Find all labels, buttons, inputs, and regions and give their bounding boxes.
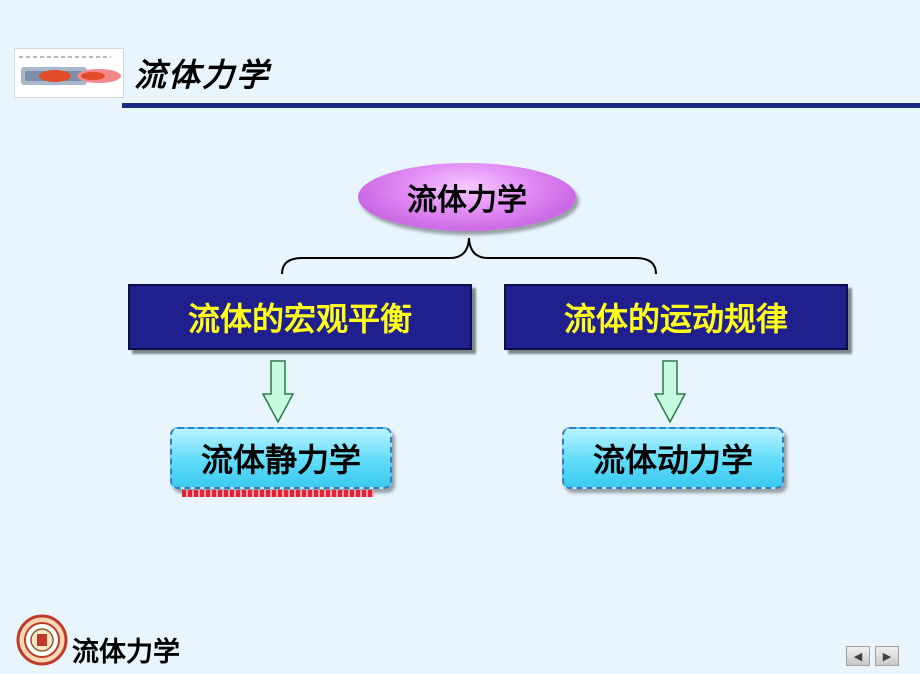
header-engine-image <box>14 48 124 98</box>
branch-box-macro-equilibrium: 流体的宏观平衡 <box>128 284 472 350</box>
down-arrow-icon <box>262 360 294 424</box>
header-divider <box>122 103 920 108</box>
next-slide-button[interactable]: ▶ <box>875 646 899 666</box>
down-arrow-icon <box>654 360 686 424</box>
footer-title: 流体力学 <box>72 637 180 668</box>
prev-arrow-icon: ◀ <box>853 649 863 663</box>
slide-title: 流体力学 <box>134 56 271 94</box>
leaf-box-hydrostatics: 流体静力学 <box>170 427 392 489</box>
red-underline-decoration <box>182 490 374 497</box>
root-node: 流体力学 <box>358 163 576 231</box>
branch-box-motion-laws: 流体的运动规律 <box>504 284 848 350</box>
brace-connector <box>281 237 657 275</box>
university-logo-icon <box>16 614 68 666</box>
leaf-box-hydrodynamics: 流体动力学 <box>562 427 784 489</box>
next-arrow-icon: ▶ <box>882 649 892 663</box>
prev-slide-button[interactable]: ◀ <box>846 646 870 666</box>
